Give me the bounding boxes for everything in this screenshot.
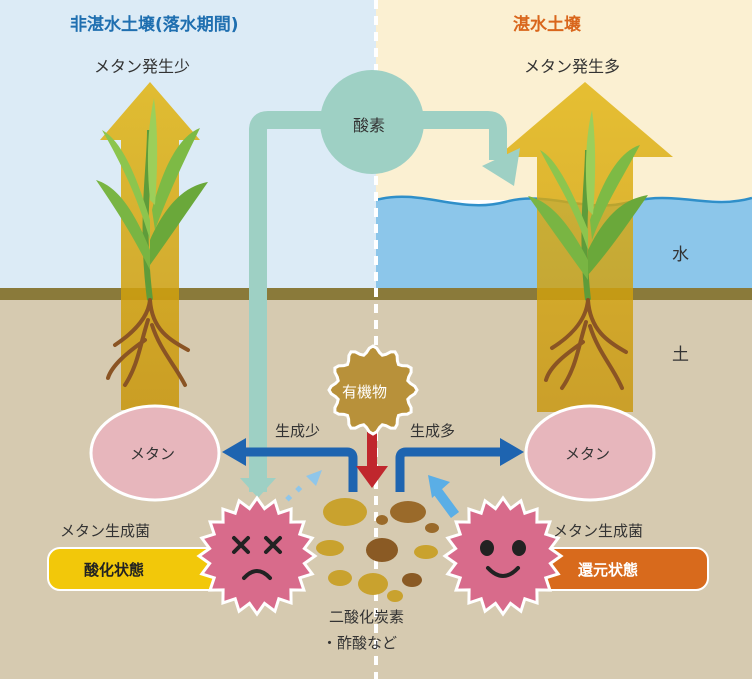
methanogen-label-right: メタン生成菌 [553, 520, 643, 541]
byproduct-line1: 二酸化炭素 [329, 606, 404, 627]
oxidized-state-label: 酸化状態 [84, 559, 144, 580]
organic-matter-label: 有機物 [342, 381, 387, 402]
production-low-label: 生成少 [275, 420, 320, 441]
methane-emission-low: メタン発生少 [94, 53, 190, 77]
byproduct-line2: ・酢酸など [322, 632, 397, 653]
methane-label-left: メタン [130, 443, 175, 464]
production-high-label: 生成多 [410, 420, 455, 441]
methane-emission-high: メタン発生多 [524, 53, 620, 77]
soil-label: 土 [672, 340, 689, 365]
heading-flooded-soil: 湛水土壌 [513, 10, 581, 35]
methanogen-label-left: メタン生成菌 [60, 520, 150, 541]
methane-label-right: メタン [565, 443, 610, 464]
reduced-state-label: 還元状態 [578, 559, 638, 580]
oxygen-label: 酸素 [353, 112, 385, 136]
water-label: 水 [672, 240, 689, 265]
heading-non-flooded-soil: 非湛水土壌(落水期間) [70, 10, 239, 35]
